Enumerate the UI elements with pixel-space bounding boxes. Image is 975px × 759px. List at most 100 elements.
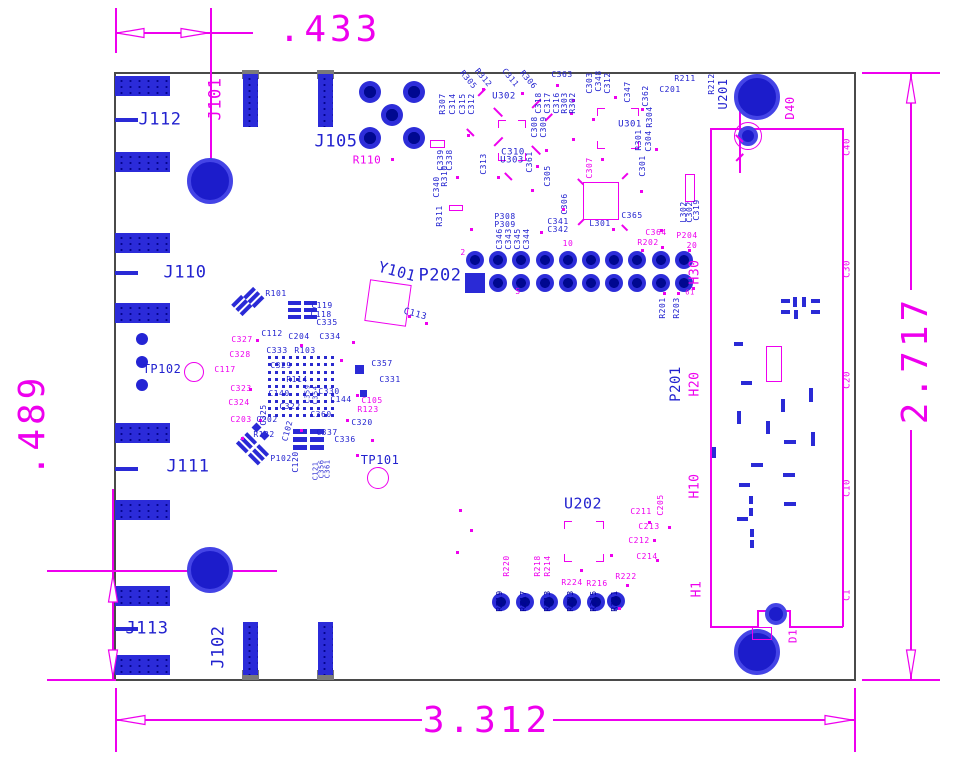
ref-label: C119 [311, 301, 333, 310]
silk-dot [660, 229, 663, 232]
copper-line [115, 627, 138, 631]
ref-label: J110 [163, 262, 207, 283]
edge-connector-pad [115, 152, 170, 172]
pin-pad [628, 251, 647, 269]
ref-label: C144 [330, 395, 352, 404]
ref-label: P308 [494, 212, 516, 221]
ref-label: R221 [610, 590, 619, 612]
ref-label: R218 [533, 555, 542, 577]
bga-via [310, 385, 313, 389]
ref-label: C346 [495, 228, 504, 250]
ref-label: R122 [253, 430, 275, 439]
bga-via [324, 385, 327, 389]
copper-line [115, 118, 138, 122]
silk-line [710, 626, 758, 628]
pin-pad [558, 274, 577, 292]
pin-pad [489, 274, 508, 292]
dimension-arrowhead [107, 574, 119, 603]
silk-dot [618, 607, 621, 610]
silk-dot [592, 118, 595, 121]
bga-via [282, 363, 285, 367]
silk-dot [688, 249, 691, 252]
chip-pad-cluster [231, 294, 253, 317]
ref-label: U202 [563, 494, 603, 513]
pin-pad [651, 251, 670, 269]
ref-label: R114 [286, 375, 308, 384]
silk-dot [371, 439, 374, 442]
ref-label: C20 [842, 371, 853, 389]
pin-pad [749, 508, 753, 516]
ref-label: R110 [352, 153, 382, 167]
bga-via [268, 392, 271, 396]
round-pad [359, 81, 381, 103]
ref-label: P201 [668, 366, 684, 402]
connector-pad [243, 74, 258, 127]
ref-label: C354 [311, 385, 320, 405]
silk-dot [470, 529, 473, 532]
silk-dot [391, 158, 394, 161]
bga-via [303, 363, 306, 367]
ref-label: R217 [519, 590, 528, 612]
pin-pad [802, 297, 806, 307]
bga-via [289, 356, 292, 359]
pin-pad [712, 447, 716, 458]
pin-pad [809, 388, 813, 402]
bga-via [303, 414, 306, 418]
dimension-top-value: .433 [278, 9, 382, 50]
bga-via [331, 399, 334, 403]
chip-pad [288, 301, 301, 305]
ref-label: C328 [229, 350, 251, 359]
ref-label: D1 [786, 628, 800, 644]
pin-pad [766, 421, 770, 434]
ref-label: C10 [842, 479, 853, 497]
bga-via [317, 392, 320, 396]
bga-via [268, 363, 271, 367]
ref-label: H30 [687, 259, 703, 285]
ref-label: C305 [543, 165, 552, 187]
ref-label: C310 [501, 147, 525, 158]
bga-via [303, 385, 306, 389]
pin-pad [628, 274, 647, 292]
ref-label: J102 [208, 625, 229, 669]
silk-ring [367, 467, 389, 489]
pin-pad [811, 299, 820, 303]
bga-via [296, 385, 299, 389]
bga-via [324, 356, 327, 359]
ref-label: J112 [138, 109, 182, 130]
dimension-arrowhead [905, 649, 917, 678]
ref-label: U301 [618, 119, 642, 130]
pin-pad [535, 274, 554, 292]
bga-via [303, 377, 306, 381]
silk-line [910, 73, 912, 290]
silk-line [210, 8, 212, 181]
copper-line [115, 271, 138, 275]
bga-via [268, 356, 271, 359]
round-pad [492, 593, 510, 611]
dimension-bottom-value: 3.312 [422, 700, 552, 741]
chip-pad [360, 390, 367, 397]
bga-via [296, 377, 299, 381]
silk-dot [545, 149, 548, 152]
silk-outline [449, 205, 463, 211]
pin-pad [737, 517, 748, 521]
ref-label: C322 [279, 402, 301, 411]
bga-via [324, 392, 327, 396]
ref-label: 2 [460, 248, 466, 257]
ref-label: C342 [547, 225, 569, 234]
ref-label: C315 [458, 93, 467, 115]
bga-via [268, 385, 271, 389]
via-pad [136, 379, 148, 391]
pin-pad [750, 540, 754, 548]
bga-via [331, 392, 334, 396]
ref-label: C201 [659, 85, 681, 94]
ref-label: C348 [594, 70, 603, 92]
component-outline-corner [564, 521, 572, 529]
ref-label: C212 [628, 536, 650, 545]
silk-ring [734, 122, 762, 150]
ref-label: C308 [530, 116, 539, 138]
connector-cap [317, 670, 334, 680]
ref-label: C301 [638, 155, 647, 177]
ref-label: C364 [645, 228, 667, 237]
bga-via [282, 356, 285, 359]
ref-label: C214 [636, 552, 658, 561]
